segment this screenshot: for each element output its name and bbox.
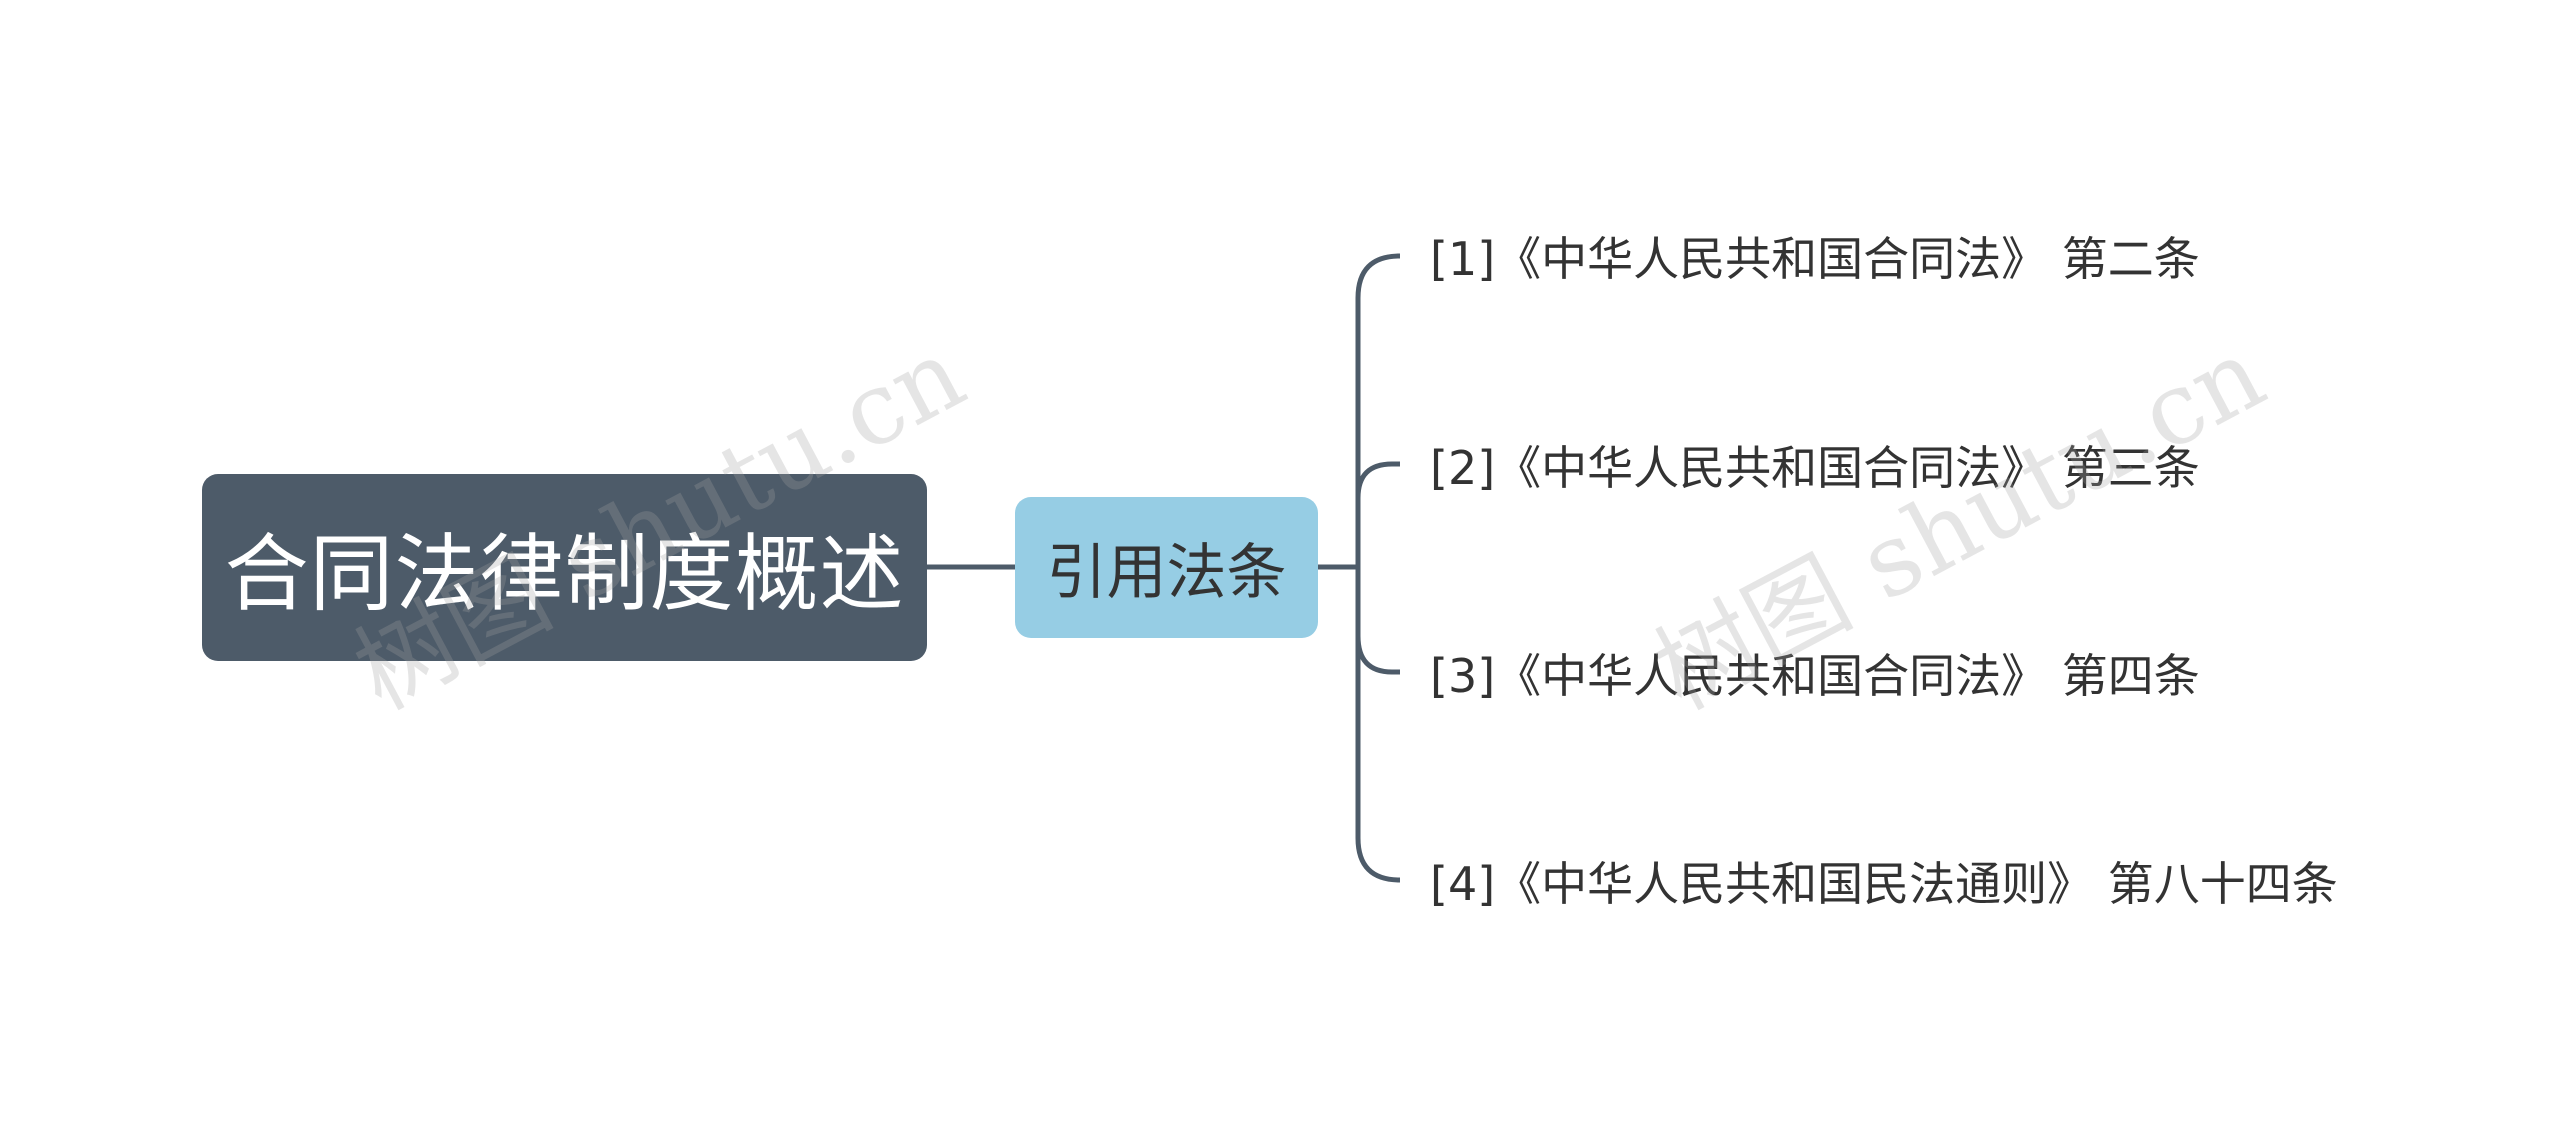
leaf-topic-label: [4]《中华人民共和国民法通则》 第八十四条 [1430,857,2338,911]
leaf-topic-4[interactable]: [4]《中华人民共和国民法通则》 第八十四条 [1430,841,2338,921]
leaf-topic-1[interactable]: [1]《中华人民共和国合同法》 第二条 [1430,216,2200,296]
leaf-topic-label: [2]《中华人民共和国合同法》 第三条 [1430,441,2200,495]
bracket-spine [1355,253,1401,883]
branch-topic-node[interactable]: 引用法条 [1015,497,1318,638]
leaf-topic-label: [3]《中华人民共和国合同法》 第四条 [1430,649,2200,703]
branch-topic-label: 引用法条 [1046,538,1287,608]
root-topic-label: 合同法律制度概述 [224,525,905,623]
leaf-topic-3[interactable]: [3]《中华人民共和国合同法》 第四条 [1430,633,2200,713]
leaf-3-connector [1355,635,1400,675]
root-topic-node[interactable]: 合同法律制度概述 [202,474,927,661]
leaf-2-connector [1355,461,1400,499]
leaf-topic-2[interactable]: [2]《中华人民共和国合同法》 第三条 [1430,425,2200,505]
leaf-topic-label: [1]《中华人民共和国合同法》 第二条 [1430,232,2200,286]
